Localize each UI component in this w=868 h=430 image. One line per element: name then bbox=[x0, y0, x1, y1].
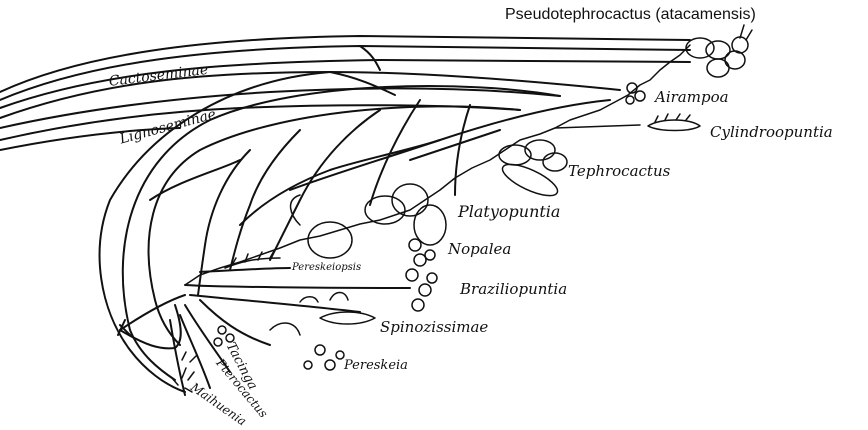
nopalea-sketch bbox=[406, 239, 437, 311]
pseudotephrocactus-sketch bbox=[686, 25, 752, 77]
spinozissimae-sketch bbox=[300, 293, 375, 325]
taxon-label-nopalea: Nopalea bbox=[448, 240, 511, 258]
tephrocactus-sketch bbox=[499, 140, 567, 202]
platyopuntia-sketch bbox=[365, 184, 446, 245]
inner-fan bbox=[198, 100, 610, 295]
taxon-label-airampoa: Airampoa bbox=[655, 88, 729, 106]
taxon-label-pereskeia: Pereskeia bbox=[344, 358, 408, 373]
header-label: Pseudotephrocactus (atacamensis) bbox=[505, 6, 756, 24]
taxon-label-cylindroopuntia: Cylindroopuntia bbox=[710, 123, 833, 141]
taxon-label-spinozissimae: Spinozissimae bbox=[380, 318, 488, 336]
pereskeia-sketch bbox=[270, 323, 344, 370]
opuntia-pad-sketch bbox=[291, 195, 352, 258]
taxon-label-platyopuntia: Platyopuntia bbox=[458, 202, 560, 221]
lignoseminae-lineage bbox=[0, 89, 560, 150]
taxon-label-braziliopuntia: Braziliopuntia bbox=[460, 280, 567, 298]
cylindroopuntia-sketch bbox=[648, 114, 700, 131]
lower-branches bbox=[170, 268, 410, 395]
taxon-label-tephrocactus: Tephrocactus bbox=[568, 162, 670, 180]
taxon-label-pereskeiopsis: Pereskeiopsis bbox=[292, 262, 361, 273]
